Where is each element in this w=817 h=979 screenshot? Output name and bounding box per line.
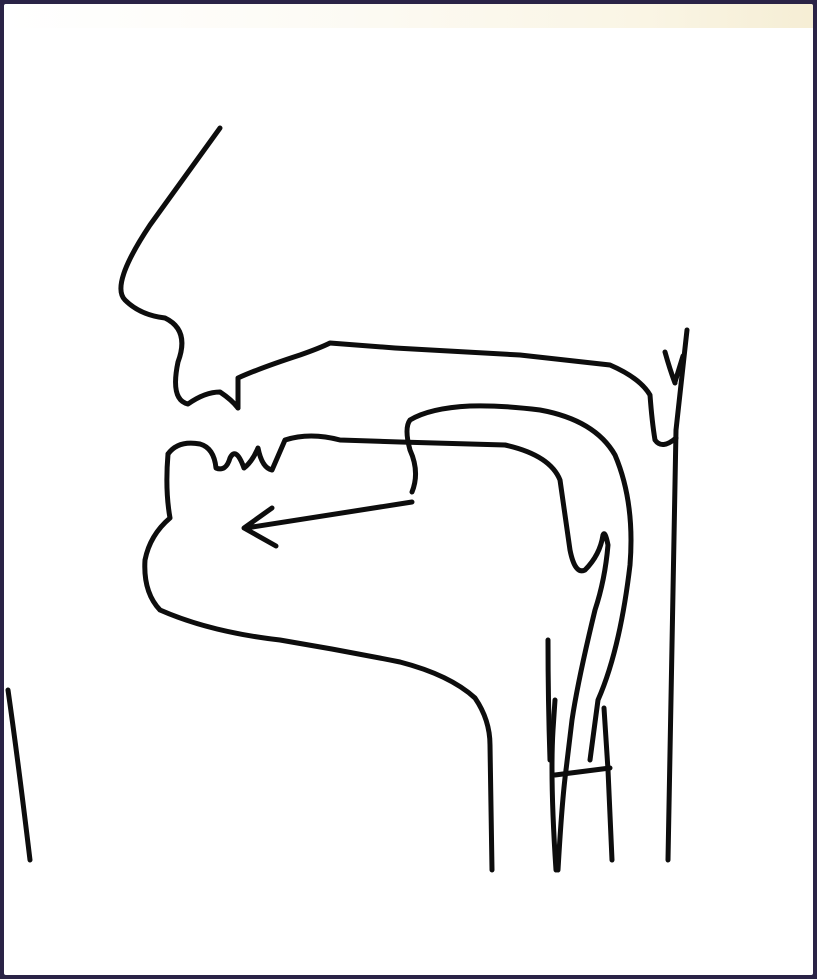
epiglottis bbox=[505, 445, 608, 770]
larynx-inner-wall bbox=[552, 700, 556, 870]
pharynx-back-wall bbox=[668, 330, 687, 860]
trachea-back-wall bbox=[604, 708, 612, 860]
vocal-fold-line bbox=[555, 768, 610, 775]
tongue-contour bbox=[407, 406, 631, 760]
upper-teeth-palate bbox=[238, 343, 676, 445]
trachea-front-wall bbox=[558, 770, 566, 870]
vocal-tract-diagram bbox=[4, 4, 813, 975]
lower-lip-teeth bbox=[168, 436, 505, 470]
shoulder-edge bbox=[8, 690, 30, 860]
diagram-frame bbox=[4, 4, 813, 975]
nose-outline bbox=[121, 128, 238, 408]
larynx-front bbox=[548, 640, 550, 760]
